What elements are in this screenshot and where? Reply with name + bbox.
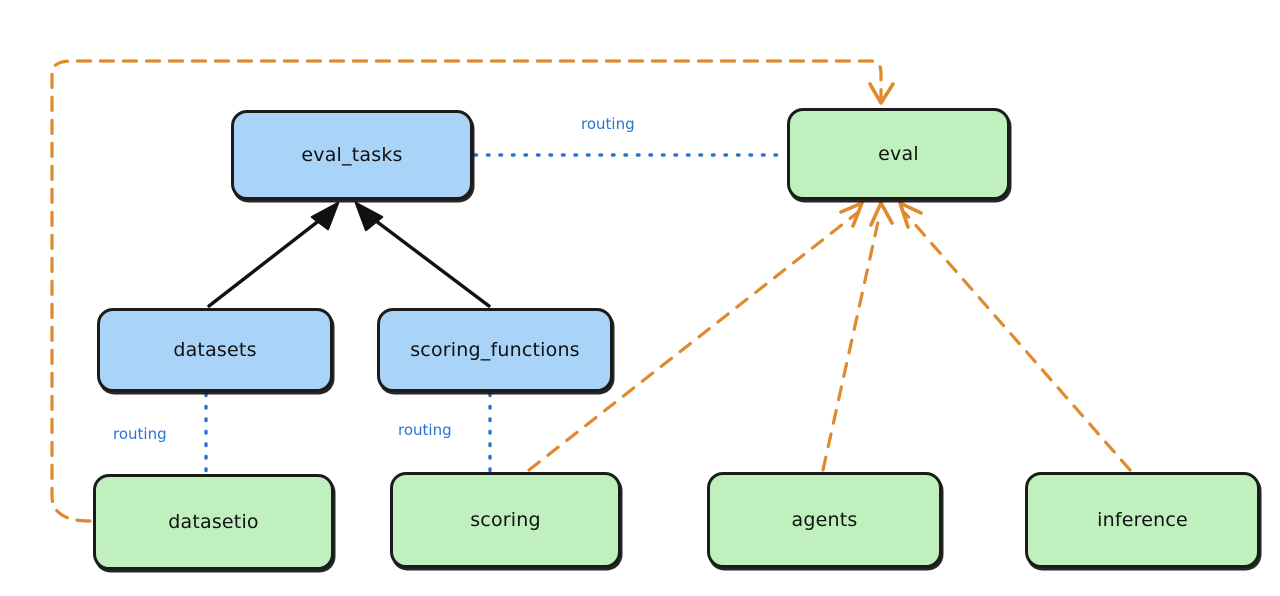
node-datasetio[interactable]: datasetio bbox=[93, 474, 334, 570]
node-datasets[interactable]: datasets bbox=[97, 308, 333, 392]
node-inference-label: inference bbox=[1097, 509, 1188, 531]
edge-agents-eval bbox=[821, 211, 882, 472]
edge-scoring_functions-eval_tasks bbox=[358, 207, 491, 308]
edge-datasetio-eval-arrowhead bbox=[868, 82, 895, 105]
edge-label-scoring-routing: routing bbox=[398, 421, 452, 439]
node-scoring_functions[interactable]: scoring_functions bbox=[377, 308, 613, 392]
node-scoring_functions-label: scoring_functions bbox=[410, 339, 580, 361]
node-scoring-label: scoring bbox=[470, 509, 541, 531]
node-datasets-label: datasets bbox=[173, 339, 257, 361]
edge-scoring_functions-eval_tasks-arrowhead bbox=[354, 201, 384, 232]
edge-datasetio-eval bbox=[50, 59, 883, 523]
edge-agents-eval-arrowhead bbox=[869, 201, 894, 227]
node-agents-label: agents bbox=[791, 509, 858, 531]
node-eval-label: eval bbox=[878, 143, 919, 165]
node-scoring[interactable]: scoring bbox=[390, 472, 621, 568]
edge-label-eval-routing: routing bbox=[581, 115, 635, 133]
node-eval[interactable]: eval bbox=[787, 108, 1010, 200]
edge-inference-eval bbox=[903, 211, 1132, 472]
node-agents[interactable]: agents bbox=[707, 472, 942, 568]
node-inference[interactable]: inference bbox=[1025, 472, 1260, 568]
edge-scoring-eval-arrowhead bbox=[839, 201, 864, 228]
node-eval_tasks[interactable]: eval_tasks bbox=[231, 110, 473, 200]
node-datasetio-label: datasetio bbox=[168, 511, 259, 533]
edge-datasets-eval_tasks bbox=[207, 207, 336, 308]
edge-scoring-eval bbox=[527, 211, 859, 472]
node-eval_tasks-label: eval_tasks bbox=[301, 144, 403, 166]
edge-datasets-eval_tasks-arrowhead bbox=[310, 201, 340, 231]
edge-label-datasetio-routing: routing bbox=[113, 425, 167, 443]
edge-inference-eval-arrowhead bbox=[898, 201, 923, 229]
